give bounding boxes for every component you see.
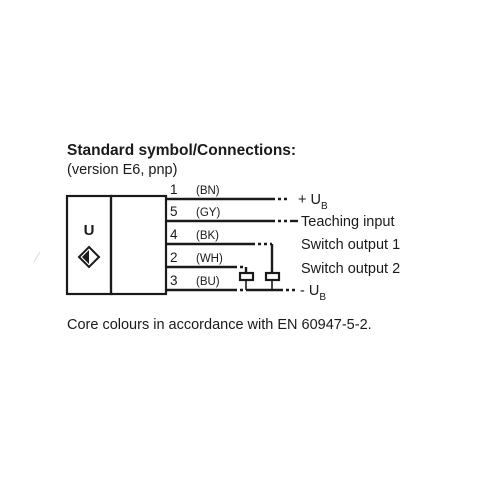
- load-resistor: [238, 271, 255, 282]
- stray-mark: [33, 251, 41, 263]
- pin-number: 3: [170, 273, 178, 288]
- connection-row: 2 (WH) Switch output 2: [166, 250, 400, 277]
- pin-number: 4: [170, 227, 178, 242]
- connection-row: 3 (BU) - UB: [166, 273, 326, 303]
- pin-number: 1: [170, 182, 178, 197]
- sensor-housing-box: [109, 194, 168, 296]
- core-colour: (GY): [196, 207, 220, 219]
- sensor-symbol-box: [65, 194, 113, 296]
- connection-label: - UB: [300, 283, 326, 303]
- core-colour: (BU): [196, 276, 220, 288]
- connection-row: 1 (BN) + UB: [166, 182, 328, 212]
- diagram-subtitle: (version E6, pnp): [67, 162, 178, 178]
- sensor-symbol-letter: U: [84, 222, 95, 239]
- connection-label: + UB: [298, 192, 328, 212]
- core-colour: (BK): [196, 230, 219, 242]
- connection-row: 4 (BK) Switch output 1: [166, 227, 400, 273]
- load-resistor: [264, 271, 281, 282]
- connection-label: Teaching input: [301, 214, 395, 230]
- footnote: Core colours in accordance with EN 60947…: [67, 317, 372, 333]
- connection-row: 5 (GY) Teaching input: [166, 204, 395, 230]
- pin-number: 5: [170, 204, 178, 219]
- core-colour: (BN): [196, 185, 220, 197]
- connection-label: Switch output 1: [301, 237, 400, 253]
- diamond-inductive-sensor-icon: [77, 245, 101, 269]
- pin-number: 2: [170, 250, 178, 265]
- diagram-title: Standard symbol/Connections:: [67, 142, 297, 159]
- core-colour: (WH): [196, 253, 223, 265]
- connection-label: Switch output 2: [301, 261, 400, 277]
